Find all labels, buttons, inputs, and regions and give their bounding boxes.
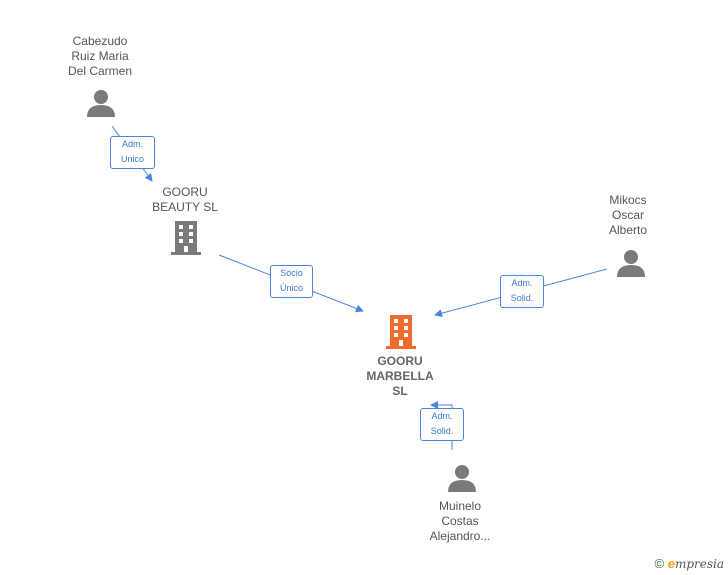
copyright-symbol: © [654,556,665,571]
edge-label-adm-unico: Adm. Unico [110,136,155,169]
person-icon[interactable] [86,88,116,118]
brand-logo-text: mpresia [674,557,724,571]
edge-label-adm-solid-mikocs: Adm. Solid. [500,275,544,308]
person-icon[interactable] [447,463,477,493]
edge-label-adm-solid-muinelo: Adm. Solid. [420,408,464,441]
building-icon[interactable] [170,220,202,256]
brand-footer: © empresia [654,556,724,571]
node-label-cabezudo[interactable]: Cabezudo Ruiz Maria Del Carmen [67,34,133,78]
node-label-gooru-marbella[interactable]: GOORU MARBELLA SL [366,354,434,398]
person-icon[interactable] [616,248,646,278]
node-label-muinelo[interactable]: Muinelo Costas Alejandro... [429,499,491,543]
node-label-gooru-beauty[interactable]: GOORU BEAUTY SL [152,185,218,214]
edge-label-socio-unico: Socio Único [270,265,313,298]
main-building-icon[interactable] [385,314,417,350]
brand-logo-initial: e [667,556,675,571]
node-label-mikocs[interactable]: Mikocs Oscar Alberto [608,193,648,237]
